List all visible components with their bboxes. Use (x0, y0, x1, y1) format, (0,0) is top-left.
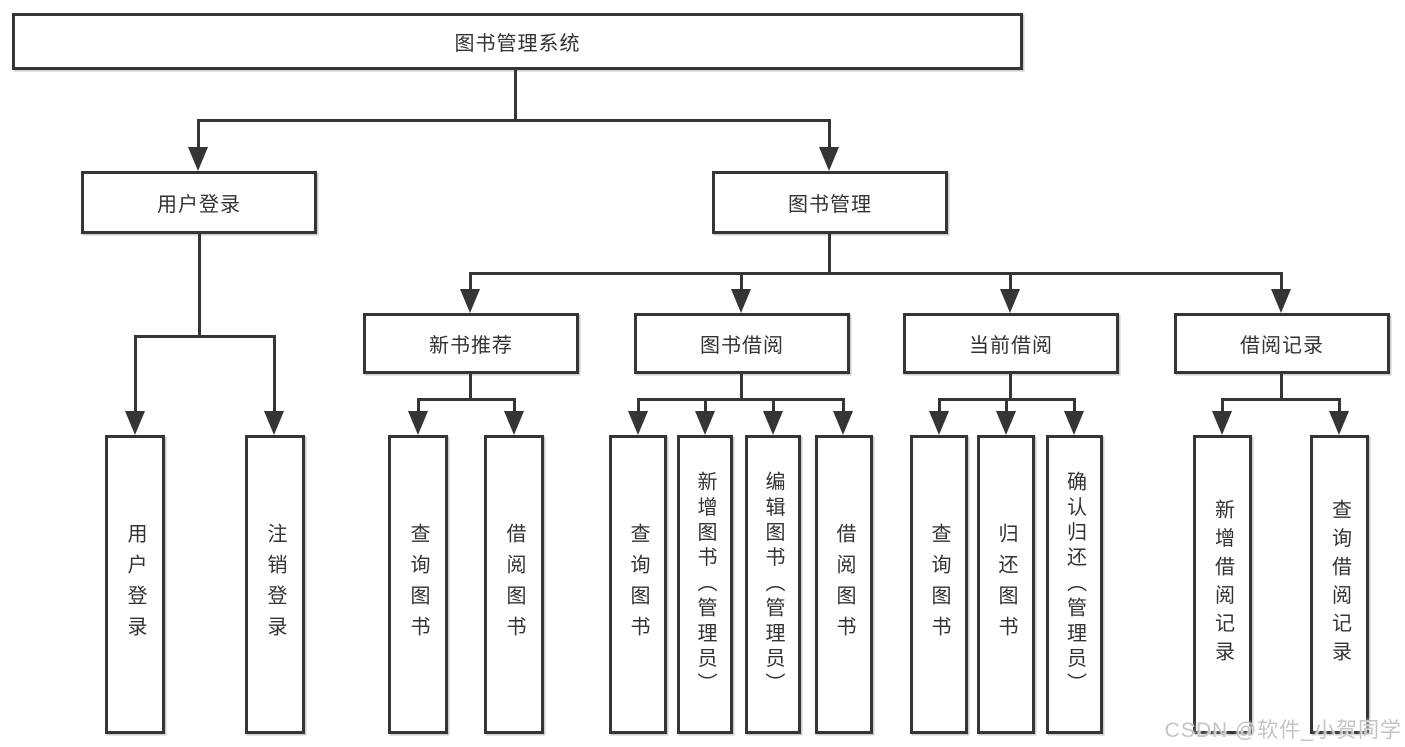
arrow-down-icon (996, 411, 1016, 435)
arrow-down-icon (628, 411, 648, 435)
leaf-confirm-return-admin-label: 确认归还（管理员） (1063, 471, 1086, 698)
leaf-borrow-books-recommend-label: 借阅图书 (503, 522, 525, 647)
node-library-system: 图书管理系统 (12, 13, 1023, 70)
arrow-down-icon (695, 411, 715, 435)
leaf-return-books-label: 归还图书 (995, 522, 1017, 647)
node-book-borrowing-label: 图书借阅 (700, 335, 784, 357)
connector-line (1221, 398, 1340, 401)
arrow-down-icon (763, 411, 783, 435)
leaf-borrow-books-recommend: 借阅图书 (484, 435, 544, 734)
connector-line (514, 70, 517, 122)
node-book-borrowing: 图书借阅 (634, 313, 850, 374)
connector-line (198, 234, 201, 338)
arrow-down-icon (188, 147, 208, 171)
connector-line (772, 398, 775, 413)
arrow-down-icon (408, 411, 428, 435)
arrow-down-icon (833, 411, 853, 435)
connector-line (828, 119, 831, 149)
connector-line (417, 398, 516, 401)
connector-line (842, 398, 845, 413)
leaf-query-borrow-record-label: 查询借阅记录 (1328, 499, 1351, 670)
node-borrowing-records-label: 借阅记录 (1240, 335, 1324, 357)
connector-line (469, 374, 472, 401)
arrow-down-icon (1271, 289, 1291, 313)
leaf-query-books-borrow-label: 查询图书 (627, 522, 649, 647)
leaf-borrow-books-borrow-label: 借阅图书 (833, 522, 855, 647)
leaf-query-borrow-record: 查询借阅记录 (1310, 435, 1369, 734)
arrow-down-icon (125, 411, 145, 435)
leaf-query-books-current: 查询图书 (910, 435, 968, 734)
connector-line (740, 374, 743, 401)
leaf-logout: 注销登录 (245, 435, 305, 734)
connector-line (197, 119, 831, 122)
node-new-book-recommend-label: 新书推荐 (429, 335, 513, 357)
node-library-system-label: 图书管理系统 (454, 33, 581, 55)
leaf-edit-book-admin-label: 编辑图书（管理员） (762, 471, 784, 698)
connector-line (1009, 272, 1012, 291)
connector-line (273, 335, 276, 413)
leaf-add-book-admin: 新增图书（管理员） (677, 435, 733, 734)
node-user-login-label: 用户登录 (157, 194, 241, 216)
connector-line (828, 234, 831, 275)
leaf-confirm-return-admin: 确认归还（管理员） (1046, 435, 1103, 734)
node-user-login: 用户登录 (81, 171, 317, 234)
arrow-down-icon (460, 289, 480, 313)
connector-line (470, 272, 1283, 275)
connector-line (513, 398, 516, 413)
connector-line (637, 398, 640, 413)
connector-line (134, 335, 276, 338)
connector-line (1009, 374, 1012, 401)
connector-line (1221, 398, 1224, 413)
connector-line (704, 398, 707, 413)
arrow-down-icon (1000, 289, 1020, 313)
node-book-management-label: 图书管理 (788, 194, 872, 216)
leaf-query-books-borrow: 查询图书 (609, 435, 667, 734)
arrow-down-icon (731, 289, 751, 313)
connector-line (134, 335, 137, 413)
connector-line (1005, 398, 1008, 413)
connector-line (1338, 398, 1341, 413)
connector-line (637, 398, 845, 401)
arrow-down-icon (504, 411, 524, 435)
leaf-query-books-current-label: 查询图书 (928, 522, 950, 647)
node-current-borrowing: 当前借阅 (903, 313, 1119, 374)
leaf-user-login: 用户登录 (105, 435, 165, 734)
leaf-query-books-recommend: 查询图书 (388, 435, 448, 734)
node-borrowing-records: 借阅记录 (1174, 313, 1390, 374)
leaf-add-book-admin-label: 新增图书（管理员） (694, 471, 716, 698)
node-book-management: 图书管理 (712, 171, 948, 234)
leaf-add-borrow-record: 新增借阅记录 (1193, 435, 1252, 734)
leaf-return-books: 归还图书 (977, 435, 1035, 734)
leaf-borrow-books-borrow: 借阅图书 (815, 435, 873, 734)
arrow-down-icon (1064, 411, 1084, 435)
arrow-down-icon (819, 147, 839, 171)
connector-line (740, 272, 743, 291)
connector-line (469, 272, 472, 291)
arrow-down-icon (1329, 411, 1349, 435)
leaf-query-books-recommend-label: 查询图书 (407, 522, 429, 647)
connector-line (1073, 398, 1076, 413)
arrow-down-icon (929, 411, 949, 435)
connector-line (1280, 272, 1283, 291)
connector-line (417, 398, 420, 413)
connector-line (1280, 374, 1283, 401)
connector-line (197, 119, 200, 149)
csdn-watermark: CSDN @软件_小贺同学 (1164, 719, 1402, 742)
leaf-logout-label: 注销登录 (264, 522, 286, 647)
arrow-down-icon (1212, 411, 1232, 435)
connector-line (938, 398, 941, 413)
arrow-down-icon (264, 411, 284, 435)
node-current-borrowing-label: 当前借阅 (969, 335, 1053, 357)
node-new-book-recommend: 新书推荐 (363, 313, 579, 374)
leaf-user-login-label: 用户登录 (124, 522, 146, 647)
leaf-add-borrow-record-label: 新增借阅记录 (1211, 499, 1234, 670)
leaf-edit-book-admin: 编辑图书（管理员） (745, 435, 801, 734)
